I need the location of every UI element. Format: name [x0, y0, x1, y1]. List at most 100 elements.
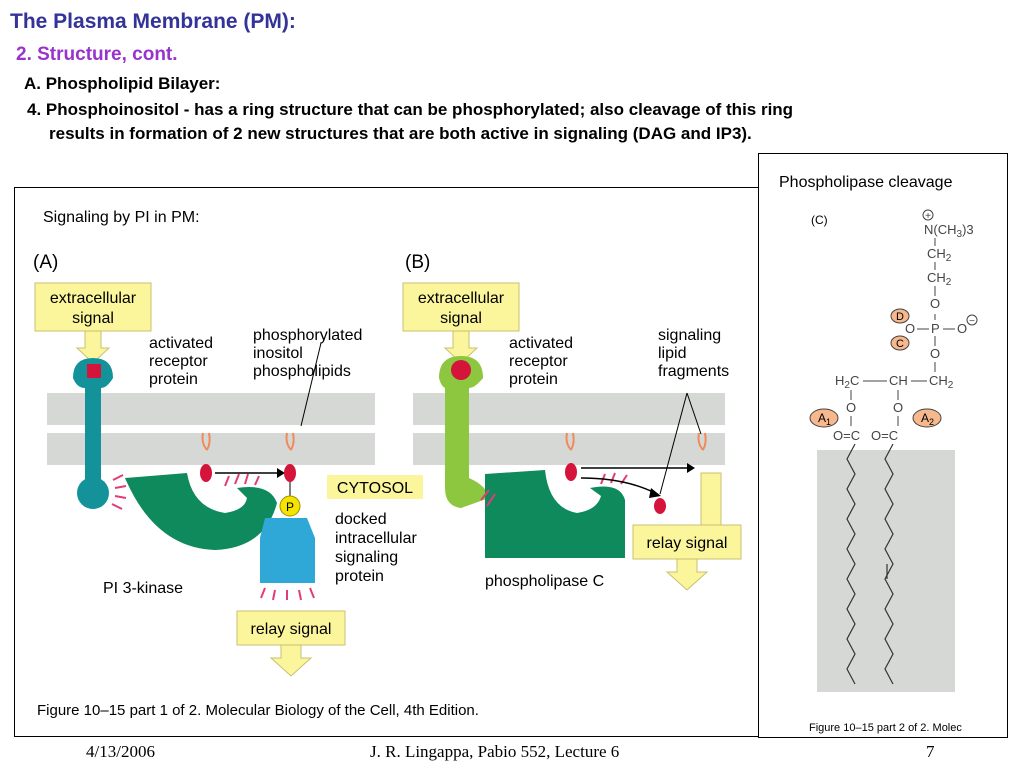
- figure-left-diagram: Signaling by PI in PM: (A) (B) extracell…: [33, 209, 742, 719]
- minus-charge: [966, 314, 978, 326]
- phospholipase-c-shape: [485, 470, 625, 558]
- label-phosphorylated-1: phosphorylated: [253, 327, 362, 344]
- label-activated-b2: receptor: [509, 353, 568, 370]
- site-a2: [912, 408, 942, 428]
- section-heading: A. Phospholipid Bilayer:: [24, 74, 221, 93]
- phosphorus: P: [931, 321, 940, 336]
- extracellular-signal-box-b: extracellular signal: [402, 282, 520, 332]
- figure-right-frame: Phospholipase cleavage (C) + N(CH3)3 CH2…: [758, 153, 1008, 738]
- pi3-kinase-shape: [125, 473, 277, 550]
- receptor-protein-a: [73, 358, 113, 509]
- lipid-fragment-head: [654, 498, 666, 514]
- arrow-cleavage-down: [580, 477, 656, 494]
- lipid-fragment-tail: [697, 432, 707, 451]
- pointer-phosphorylated: [300, 342, 322, 427]
- site-c-text: C: [896, 338, 904, 350]
- svg-text:relay signal: relay signal: [251, 621, 332, 638]
- pointer-fragment-1: [659, 392, 688, 495]
- cytosol-label: CYTOSOL: [327, 475, 423, 499]
- label-phosphorylated-3: phospholipids: [253, 363, 351, 380]
- site-d: [890, 308, 910, 324]
- site-d-text: D: [896, 311, 904, 323]
- relay-signal-a: relay signal: [236, 610, 346, 677]
- label-signaling-1: signaling: [658, 327, 721, 344]
- o-minus: O: [957, 321, 967, 336]
- fatty-acid-chain-2: [884, 443, 894, 685]
- minus-charge-text: −: [969, 316, 975, 327]
- label-phospholipase-c: phospholipase C: [485, 573, 604, 590]
- footer-course: J. R. Lingappa, Pabio 552, Lecture 6: [370, 742, 620, 761]
- ch2-2: CH2: [927, 270, 952, 288]
- activity-ticks-docked: [260, 587, 315, 601]
- point-4-line-2: results in formation of 2 new structures…: [49, 124, 752, 143]
- footer-page-number: 7: [926, 742, 935, 761]
- svg-text:signal: signal: [440, 310, 482, 327]
- h2c: H2C: [835, 373, 859, 391]
- docked-protein: [260, 518, 315, 583]
- label-activated-a3: protein: [149, 371, 198, 388]
- svg-text:P: P: [286, 500, 294, 514]
- arrow-down-b: [443, 330, 479, 364]
- site-a2-text: A2: [921, 411, 934, 427]
- label-docked-4: protein: [335, 568, 384, 585]
- label-docked-1: docked: [335, 511, 387, 528]
- lipid-a2: P: [279, 432, 301, 517]
- ch2-3: CH2: [929, 373, 954, 391]
- pointer-fragment-2: [686, 392, 702, 435]
- plus-charge: [922, 209, 934, 221]
- o-3: O: [846, 400, 856, 415]
- o-double: O: [905, 321, 915, 336]
- svg-text:CYTOSOL: CYTOSOL: [337, 480, 413, 497]
- n-group: N(CH3)3: [924, 222, 974, 240]
- ch2-1: CH2: [927, 246, 952, 264]
- svg-text:relay signal: relay signal: [647, 535, 728, 552]
- oc-1: O=C: [833, 428, 860, 443]
- arrow-down-a: [75, 330, 111, 364]
- phospholipase-title: Phospholipase cleavage: [779, 174, 953, 191]
- svg-text:extracellular: extracellular: [50, 290, 137, 307]
- point-4-line-1: 4. Phosphoinositol - has a ring structur…: [27, 100, 794, 119]
- panel-a-label: (A): [33, 252, 58, 273]
- label-activated-a2: receptor: [149, 353, 208, 370]
- slide-title: The Plasma Membrane (PM):: [10, 10, 296, 33]
- label-docked-3: signaling: [335, 549, 398, 566]
- label-phosphorylated-2: inositol: [253, 345, 303, 362]
- plus-charge-text: +: [925, 211, 931, 222]
- panel-b-label: (B): [405, 252, 430, 273]
- ch: CH: [889, 373, 908, 388]
- footer-date: 4/13/2006: [86, 742, 155, 761]
- label-signaling-2: lipid: [658, 345, 686, 362]
- slide-subtitle: 2. Structure, cont.: [16, 44, 178, 65]
- figure-left-frame: Signaling by PI in PM: (A) (B) extracell…: [14, 187, 766, 737]
- oc-2: O=C: [871, 428, 898, 443]
- o-4: O: [893, 400, 903, 415]
- relay-signal-b: relay signal: [632, 472, 742, 591]
- receptor-protein-b: [439, 356, 489, 508]
- svg-text:signal: signal: [72, 310, 114, 327]
- fatty-acid-chain-1: [846, 443, 856, 685]
- label-activated-b3: protein: [509, 371, 558, 388]
- site-a1-text: A1: [818, 411, 831, 427]
- label-pi3kinase: PI 3-kinase: [103, 580, 183, 597]
- site-c: [890, 335, 910, 351]
- figure-right-diagram: Phospholipase cleavage (C) + N(CH3)3 CH2…: [779, 174, 978, 734]
- caption-right: Figure 10–15 part 2 of 2. Molec: [809, 722, 962, 734]
- lipid-a1: [200, 432, 212, 482]
- label-docked-2: intracellular: [335, 530, 417, 547]
- svg-text:extracellular: extracellular: [418, 290, 505, 307]
- activity-ticks-a: [111, 474, 127, 510]
- caption-bottom: Figure 10–15 part 1 of 2. Molecular Biol…: [37, 702, 479, 719]
- o-1: O: [930, 296, 940, 311]
- label-signaling-3: fragments: [658, 363, 729, 380]
- lipid-b1: [565, 432, 577, 481]
- o-2: O: [930, 346, 940, 361]
- panel-c-label: (C): [811, 213, 828, 227]
- site-a1: [809, 408, 839, 428]
- caption-top: Signaling by PI in PM:: [43, 209, 200, 226]
- membrane-a-inner: [47, 433, 375, 465]
- membrane-a-outer: [47, 393, 375, 425]
- label-activated-b1: activated: [509, 335, 573, 352]
- extracellular-signal-box-a: extracellular signal: [34, 282, 152, 332]
- label-activated-a1: activated: [149, 335, 213, 352]
- activity-ticks-kinase: [224, 473, 260, 487]
